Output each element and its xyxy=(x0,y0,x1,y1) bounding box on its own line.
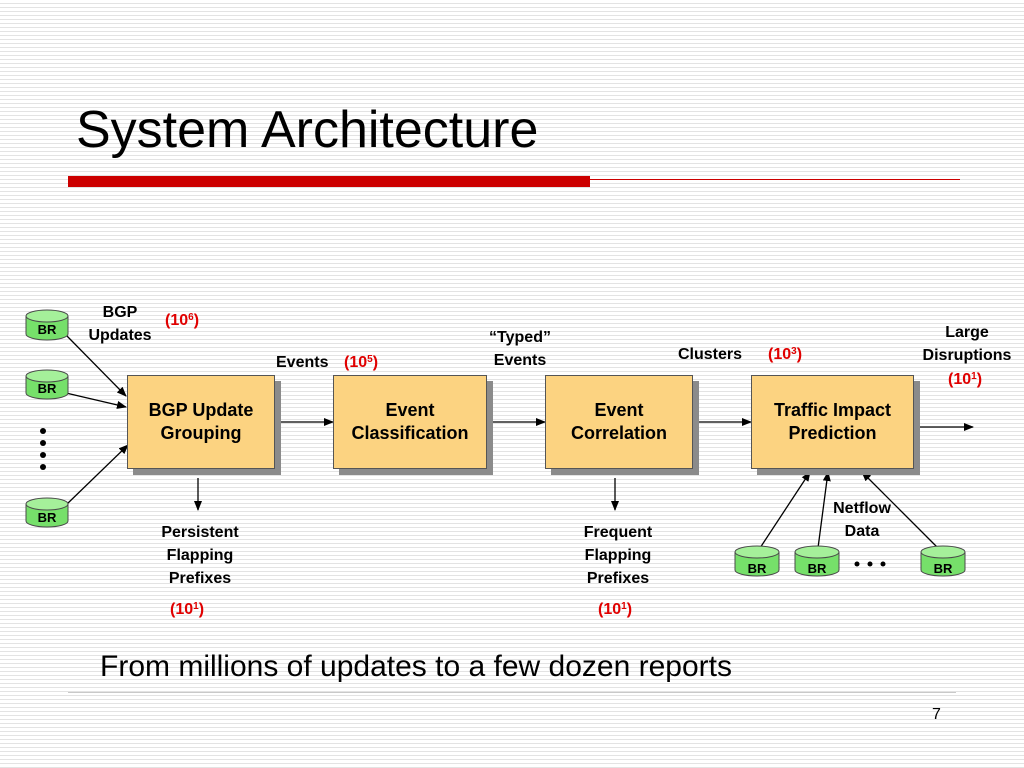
router-br-4: BR xyxy=(734,545,780,577)
label-typed-events: “Typed” Events xyxy=(470,326,570,372)
router-ellipsis-horizontal xyxy=(854,561,886,567)
label-persistent-line2: Flapping xyxy=(166,547,234,564)
box-grouping-line2: Grouping xyxy=(160,423,242,443)
router-br-4-label: BR xyxy=(748,561,767,576)
br2-arrow xyxy=(65,392,127,409)
label-persistent-line3: Prefixes xyxy=(168,570,232,587)
label-bgp-updates: BGP Updates xyxy=(78,301,162,347)
box-prediction-line1: Traffic Impact xyxy=(773,400,892,420)
label-large-disruptions-line1: Large xyxy=(945,324,989,341)
label-frequent-line2: Flapping xyxy=(584,547,652,564)
label-netflow-line1: Netflow xyxy=(833,500,891,517)
slide-subtitle: From millions of updates to a few dozen … xyxy=(100,650,732,683)
label-bgp-updates-line2: Updates xyxy=(88,327,152,344)
box-classification-line1: Event xyxy=(385,400,435,420)
router-br-5-label: BR xyxy=(808,561,827,576)
box-correlation-line2: Correlation xyxy=(570,423,667,443)
label-frequent-flapping: Frequent Flapping Prefixes xyxy=(563,521,673,590)
label-frequent-line3: Prefixes xyxy=(586,570,650,587)
label-large-disruptions-line2: Disruptions xyxy=(922,347,1012,364)
label-persistent-count: (101) xyxy=(170,601,205,618)
label-clusters: Clusters xyxy=(678,346,743,363)
router-br-6-label: BR xyxy=(934,561,953,576)
label-bgp-updates-line1: BGP xyxy=(102,304,138,321)
netflow-arrow-1 xyxy=(759,471,811,549)
label-large-disruptions: Large Disruptions xyxy=(912,321,1022,367)
br1-arrow xyxy=(65,334,127,397)
slide-title: System Architecture xyxy=(76,101,539,159)
label-netflow-line2: Data xyxy=(844,523,880,540)
box-classification-line2: Classification xyxy=(351,423,469,443)
router-br-3-label: BR xyxy=(38,510,57,525)
label-persistent-line1: Persistent xyxy=(161,524,239,541)
page-number: 7 xyxy=(932,706,941,723)
router-br-5: BR xyxy=(794,545,840,577)
label-events: Events xyxy=(276,354,329,371)
box-prediction-line2: Prediction xyxy=(788,423,877,443)
router-br-2-label: BR xyxy=(38,381,57,396)
router-br-1-label: BR xyxy=(38,322,57,337)
label-events-count: (105) xyxy=(344,354,379,371)
title-rule-thin xyxy=(590,179,960,180)
router-ellipsis-vertical xyxy=(40,428,46,470)
label-large-disruptions-count: (101) xyxy=(948,371,983,388)
netflow-arrow-3 xyxy=(861,471,939,549)
label-frequent-line1: Frequent xyxy=(583,524,653,541)
br3-arrow xyxy=(65,444,129,506)
label-typed-events-line1: “Typed” xyxy=(489,329,551,346)
label-bgp-updates-count: (106) xyxy=(165,312,200,329)
label-netflow-data: Netflow Data xyxy=(820,497,904,543)
router-br-1: BR xyxy=(25,309,69,341)
router-br-2: BR xyxy=(25,369,69,400)
title-rule-thick xyxy=(68,176,590,187)
label-typed-events-line2: Events xyxy=(493,352,547,369)
label-persistent-flapping: Persistent Flapping Prefixes xyxy=(145,521,255,590)
label-frequent-count: (101) xyxy=(598,601,633,618)
box-correlation-line1: Event xyxy=(594,400,644,420)
router-br-3: BR xyxy=(25,497,69,528)
footer-rule xyxy=(68,692,956,693)
router-br-6: BR xyxy=(920,545,966,577)
netflow-arrow-2 xyxy=(817,471,831,549)
label-clusters-count: (103) xyxy=(768,346,803,363)
box-grouping-line1: BGP Update xyxy=(148,400,254,420)
